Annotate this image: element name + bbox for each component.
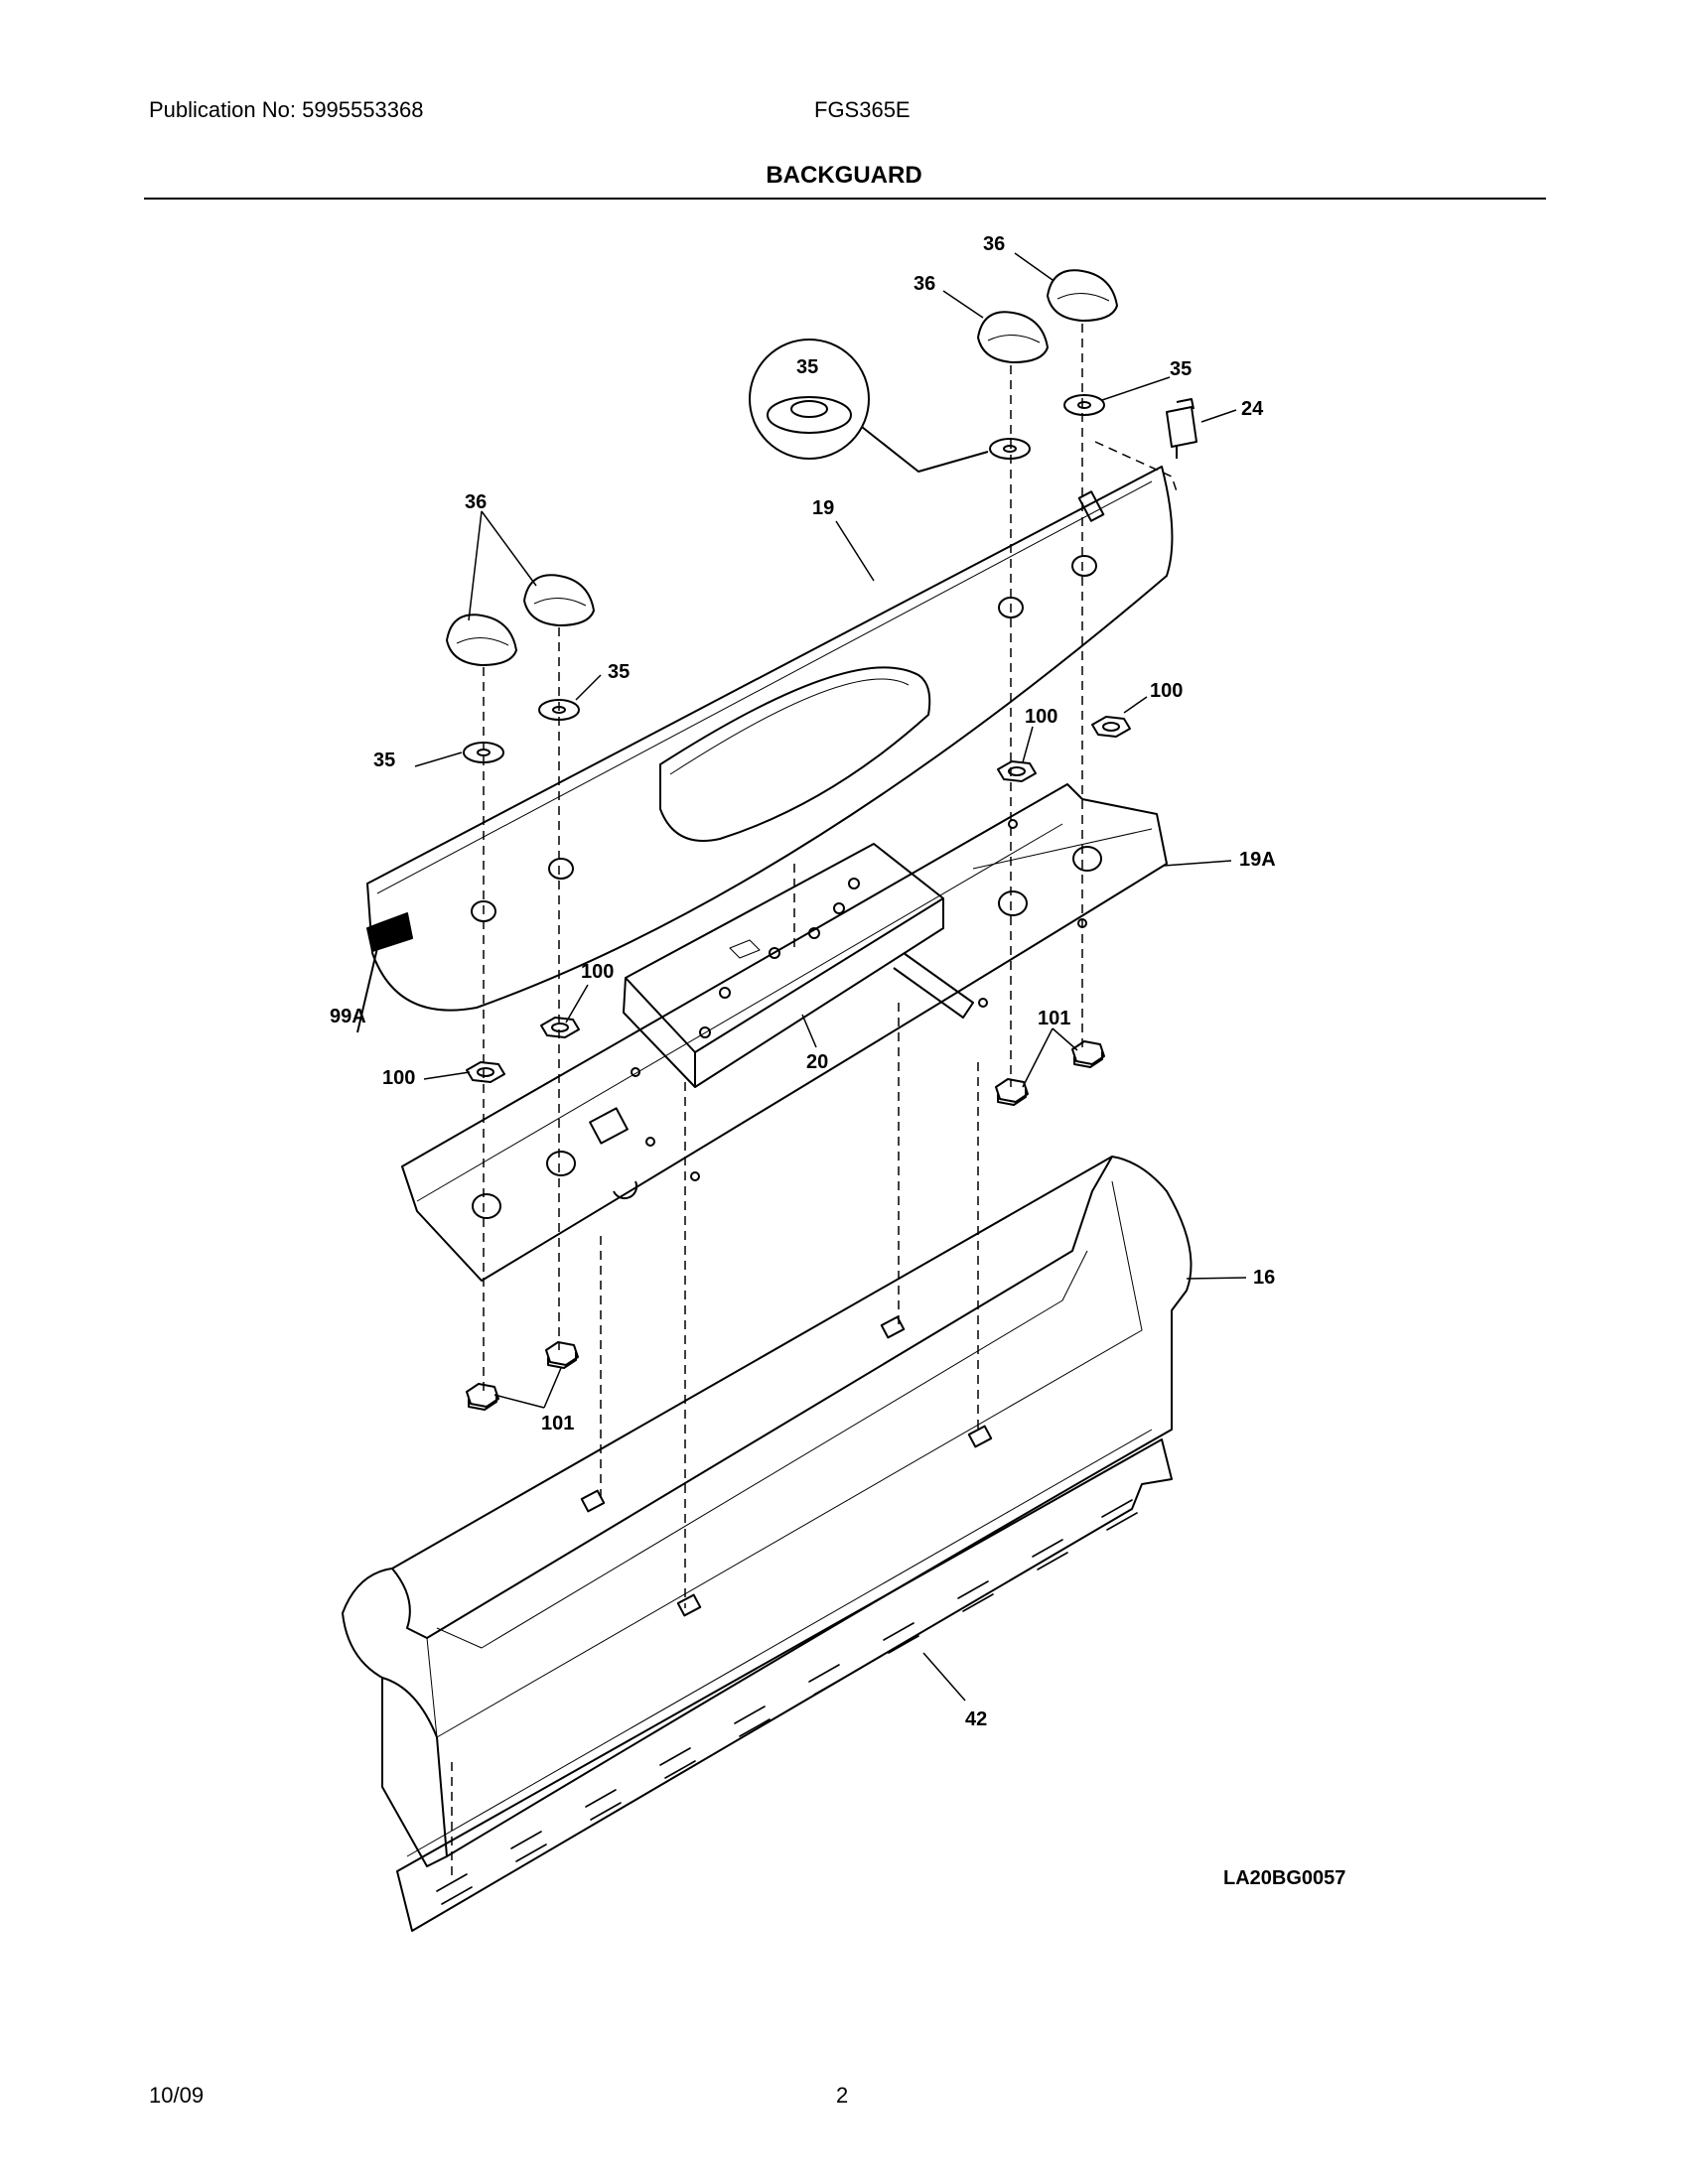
callout-101: 101: [541, 1413, 574, 1434]
knob-36-icon: [446, 614, 517, 666]
knob-36-icon: [523, 574, 595, 626]
callout-100: 100: [1150, 680, 1183, 702]
callout-99a: 99A: [330, 1006, 366, 1027]
callout-24: 24: [1241, 398, 1264, 420]
publication-number: Publication No: 5995553368: [149, 97, 424, 122]
callout-100: 100: [382, 1067, 415, 1089]
knob-36-icon: [977, 311, 1049, 363]
callout-20: 20: [806, 1051, 828, 1073]
nut-100-icon: [1091, 716, 1131, 738]
nut-101-icon: [995, 1078, 1029, 1106]
leader-lines: [414, 252, 1247, 1702]
callout-100: 100: [581, 961, 614, 983]
switch-24-icon: [1166, 398, 1197, 459]
part-16-frame: [342, 1156, 1193, 1867]
part-99a-strip: [356, 912, 413, 1033]
part-19a-bracket-panel: [401, 783, 1168, 1282]
callout-35: 35: [1170, 358, 1192, 380]
callout-42: 42: [965, 1708, 987, 1730]
washer-detail-magnifier: [749, 339, 989, 473]
part-20-electronic-control: [623, 843, 974, 1088]
nut-100-icon: [540, 1017, 580, 1038]
part-19-top-panel: [366, 466, 1174, 1012]
washer-35-icon: [989, 438, 1031, 460]
knob-36-icon: [1047, 269, 1118, 322]
callout-36: 36: [914, 273, 935, 295]
assembly-guide-lines: [451, 324, 1178, 1876]
footer-date: 10/09: [149, 2083, 205, 2108]
callout-16: 16: [1253, 1267, 1275, 1289]
title-rule: [144, 198, 1546, 200]
nut-100-icon: [997, 760, 1037, 782]
callout-36: 36: [983, 233, 1005, 255]
washer-35-icon: [1063, 394, 1105, 416]
nut-101-icon: [1071, 1040, 1105, 1068]
footer-page-number: 2: [836, 2083, 849, 2108]
callout-36: 36: [465, 491, 487, 513]
callout-101: 101: [1038, 1008, 1070, 1029]
nut-101-icon: [545, 1341, 579, 1369]
callout-19a: 19A: [1239, 849, 1276, 871]
callout-35: 35: [373, 750, 395, 771]
nut-100-icon: [466, 1061, 505, 1083]
nut-101-icon: [466, 1383, 499, 1411]
part-42-vent-trim: [396, 1429, 1173, 1932]
diagram-code: LA20BG0057: [1223, 1867, 1345, 1889]
page-title: BACKGUARD: [766, 162, 922, 189]
callout-100: 100: [1025, 706, 1057, 728]
callout-35: 35: [608, 661, 630, 683]
callout-35-detail: 35: [796, 356, 818, 378]
callout-19: 19: [812, 497, 834, 519]
model-number: FGS365E: [814, 97, 911, 122]
